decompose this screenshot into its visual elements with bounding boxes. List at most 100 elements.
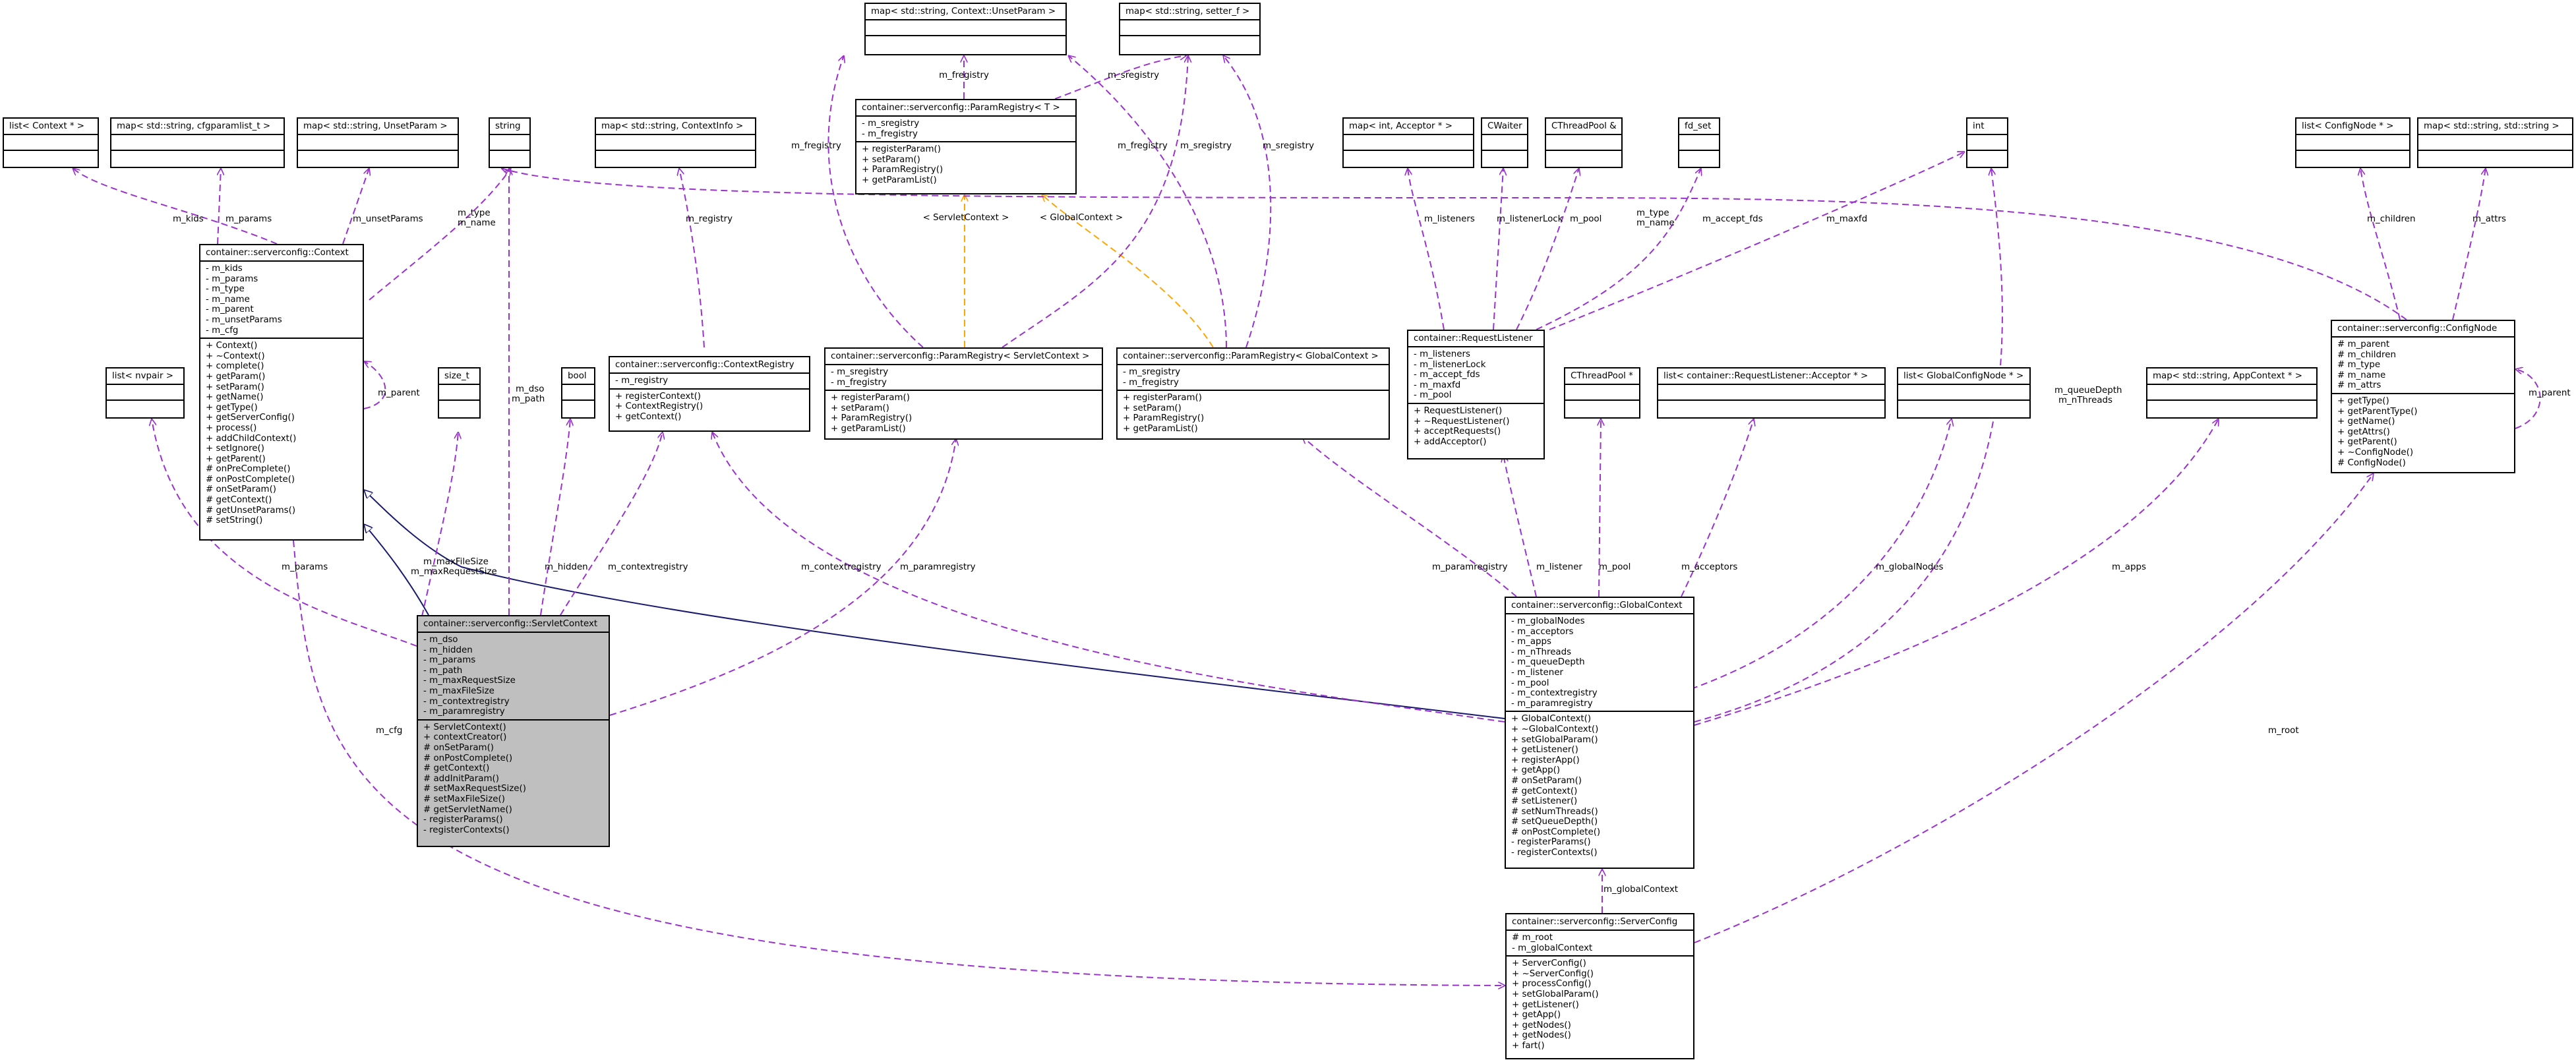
- edge-template-globalcontext: [1042, 194, 1214, 348]
- operation-section: [2296, 151, 2409, 165]
- operation: # setString(): [206, 516, 263, 526]
- class-name: container::serverconfig::ParamRegistry< …: [825, 349, 1102, 365]
- operation: + GlobalContext(): [1511, 714, 1592, 724]
- attribute-section: - m_listeners - m_listenerLock - m_accep…: [1408, 347, 1543, 404]
- class-box: map< std::string, Context::UnsetParam >: [864, 3, 1067, 55]
- edge-label: m_fregistry: [791, 141, 841, 151]
- attribute: - m_parent: [206, 305, 254, 315]
- operation: + getName(): [2337, 417, 2395, 427]
- operation: + getServerConfig(): [206, 413, 295, 423]
- class-box: list< GlobalConfigNode * >: [1897, 367, 2031, 419]
- operation-section: [2418, 151, 2572, 165]
- edge-label: m_contextregistry: [608, 562, 688, 572]
- edge-sregistry-pr-sc: [1002, 55, 1188, 348]
- edge-parent-context: [364, 361, 386, 409]
- attribute: - m_acceptors: [1511, 626, 1574, 637]
- operation: + setParam(): [206, 382, 264, 392]
- operation: + getParamList(): [1123, 423, 1198, 434]
- class-name: container::serverconfig::Context: [200, 245, 363, 262]
- class-box: container::serverconfig::GlobalContext -…: [1505, 597, 1694, 869]
- edge-label: m_params: [225, 214, 272, 224]
- operation-section: [107, 401, 183, 415]
- class-box-highlighted: container::serverconfig::ServletContext …: [417, 615, 610, 847]
- class-box: CThreadPool *: [1564, 367, 1640, 419]
- operation-section: + ServerConfig() + ~ServerConfig() + pro…: [1507, 957, 1693, 1053]
- operation: - registerContexts(): [1511, 848, 1598, 858]
- operation: # setMaxFileSize(): [423, 794, 505, 804]
- attribute-section: [1120, 20, 1259, 36]
- operation: # setNumThreads(): [1511, 806, 1598, 817]
- attribute: - m_params: [423, 655, 476, 666]
- class-name: list< Context * >: [4, 119, 98, 135]
- class-name: CThreadPool *: [1565, 369, 1639, 385]
- attribute-section: - m_sregistry - m_fregistry: [856, 117, 1075, 143]
- attribute: - m_fregistry: [831, 377, 887, 388]
- attribute: # m_attrs: [2337, 380, 2381, 391]
- edge-label: m_pool: [1570, 214, 1602, 224]
- attribute: - m_unsetParams: [206, 314, 282, 325]
- edge-label: m_listeners: [1424, 214, 1475, 224]
- operation: + ParamRegistry(): [831, 413, 913, 424]
- class-box: map< std::string, cfgparamlist_t >: [110, 117, 285, 168]
- operation-section: [1546, 151, 1621, 165]
- class-name: container::serverconfig::ContextRegistry: [610, 357, 809, 374]
- attribute: - m_queueDepth: [1511, 657, 1585, 668]
- operation: + setGlobalParam(): [1511, 734, 1598, 745]
- attribute-section: [562, 385, 594, 401]
- class-name: map< std::string, setter_f >: [1120, 4, 1259, 20]
- class-name: CThreadPool &: [1546, 119, 1621, 135]
- class-box: container::serverconfig::ParamRegistry< …: [855, 99, 1077, 194]
- operation: + complete(): [206, 361, 264, 372]
- operation: # getServletName(): [423, 804, 512, 815]
- operation: + getParamList(): [862, 175, 937, 185]
- attribute: - m_cfg: [206, 325, 239, 336]
- class-box: list< nvpair >: [105, 367, 185, 419]
- operation-section: + ServletContext() + contextCreator() # …: [418, 721, 609, 838]
- class-name: map< std::string, UnsetParam >: [298, 119, 458, 135]
- attribute-section: [1679, 135, 1719, 151]
- edge-inherit-servlet-context: [364, 524, 429, 616]
- edge-label: m_parent: [2529, 388, 2571, 398]
- edge-label: m_kids: [173, 214, 204, 224]
- attribute-section: - m_kids - m_params - m_type - m_name - …: [200, 262, 363, 339]
- operation-section: [1120, 36, 1259, 51]
- operation: # setListener(): [1511, 796, 1578, 807]
- edge-type-name-configinode: [501, 168, 2407, 320]
- edge-label: m_parent: [378, 388, 420, 398]
- attribute-section: - m_globalNodes - m_acceptors - m_apps -…: [1506, 614, 1693, 713]
- operation: + getContext(): [615, 411, 682, 422]
- edge-acceptors-global: [1681, 419, 1754, 597]
- attribute: - m_type: [206, 284, 245, 295]
- operation-section: [1679, 151, 1719, 165]
- operation: + registerParam(): [831, 393, 910, 403]
- attribute: - m_listeners: [1414, 349, 1470, 359]
- operation: + setParam(): [831, 403, 889, 413]
- attribute-section: [111, 135, 284, 151]
- class-name: map< std::string, AppContext * >: [2147, 369, 2316, 385]
- operation: + fart(): [1512, 1040, 1545, 1051]
- operation: + getParam(): [206, 371, 266, 382]
- attribute-section: [2296, 135, 2409, 151]
- edge-label: < ServletContext >: [923, 213, 1009, 223]
- operation: + getAttrs(): [2337, 427, 2390, 437]
- class-box: CThreadPool &: [1545, 117, 1623, 168]
- class-box: map< int, Acceptor * >: [1342, 117, 1474, 168]
- edge-hidden: [540, 419, 570, 616]
- operation: - registerParams(): [423, 815, 503, 825]
- operation: + ~GlobalContext(): [1511, 724, 1599, 734]
- edge-layer: m_fregistry m_sregistry m_fregistry m_fr…: [73, 55, 2571, 986]
- attribute-section: [1565, 385, 1639, 401]
- attribute-section: [1898, 385, 2029, 401]
- operation: + getParentType(): [2337, 406, 2418, 417]
- edge-label: m_attrs: [2472, 214, 2506, 224]
- edge-listeners: [1408, 168, 1445, 330]
- edge-int-global: [1694, 168, 2003, 723]
- edge-listener-global: [1503, 455, 1537, 597]
- attribute: - m_dso: [423, 635, 458, 645]
- operation-section: + registerParam() + setParam() + ParamRe…: [825, 391, 1102, 436]
- attribute: - m_kids: [206, 264, 243, 274]
- operation: # onSetParam(): [423, 742, 494, 753]
- edge-params-context: [217, 168, 221, 245]
- operation: + ParamRegistry(): [1123, 413, 1205, 424]
